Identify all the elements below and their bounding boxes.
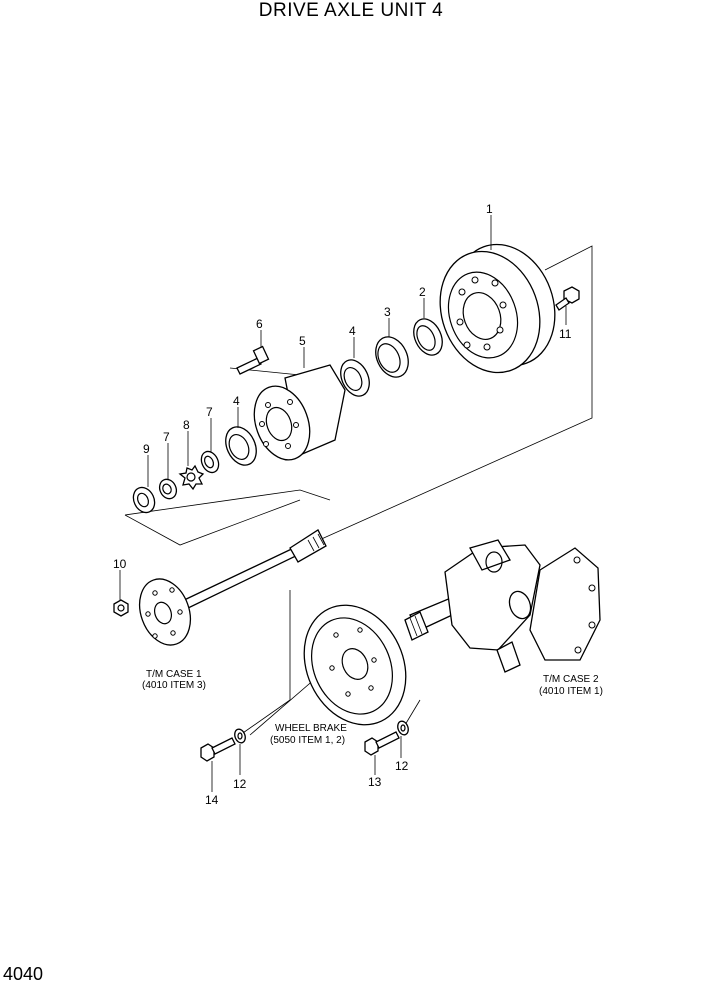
- callout-2: 2: [419, 285, 426, 299]
- lock-nut-upper: [200, 450, 220, 474]
- callout-10: 10: [113, 557, 127, 571]
- callout-13: 13: [368, 775, 382, 789]
- callout-1: 1: [486, 202, 493, 216]
- tm-case-2-reference: (4010 ITEM 1): [539, 686, 603, 697]
- taper-bearing-upper: [340, 359, 370, 397]
- wheel-hub: [253, 364, 346, 461]
- lock-nut-lower: [158, 478, 178, 500]
- callout-9: 9: [143, 442, 150, 456]
- callout-7-upper: 7: [206, 405, 213, 419]
- callout-6: 6: [256, 317, 263, 331]
- callout-7-lower: 7: [163, 430, 170, 444]
- callout-14: 14: [205, 793, 219, 807]
- lock-washer: [178, 464, 205, 491]
- page-title: DRIVE AXLE UNIT 4: [258, 0, 444, 21]
- transmission-case-2: [404, 539, 601, 673]
- flange-nut: [113, 599, 129, 617]
- callout-12-right: 12: [395, 759, 409, 773]
- tm-case-1-label: T/M CASE 1: [146, 669, 202, 680]
- tm-case-1-reference: (4010 ITEM 3): [142, 680, 206, 691]
- callout-3: 3: [384, 305, 391, 319]
- wheel-brake-reference: (5050 ITEM 1, 2): [270, 735, 345, 746]
- brake-drum: [439, 243, 556, 374]
- callout-12-left: 12: [233, 777, 247, 791]
- washer-right: [397, 720, 409, 736]
- callout-11: 11: [559, 327, 572, 341]
- callout-leaders: [119, 215, 567, 792]
- wheel-brake-label: WHEEL BRAKE: [275, 723, 347, 734]
- callout-4-upper: 4: [349, 324, 356, 338]
- callout-4-lower: 4: [233, 394, 240, 408]
- drum-bolt: [555, 286, 580, 311]
- page-number: 4040: [3, 964, 44, 984]
- wheel-brake-disc: [303, 604, 407, 726]
- bolt-right: [364, 731, 400, 756]
- taper-bearing-lower: [225, 426, 257, 466]
- hub-bolt: [236, 345, 270, 375]
- bolt-left: [200, 737, 236, 762]
- washer-left: [234, 728, 246, 744]
- tm-case-2-label: T/M CASE 2: [543, 674, 599, 685]
- axle-shaft: [138, 529, 327, 646]
- callout-8: 8: [183, 418, 190, 432]
- callout-5: 5: [299, 334, 306, 348]
- bearing-outer-race: [375, 336, 409, 378]
- oil-seal: [413, 318, 443, 356]
- axle-seal: [132, 486, 156, 514]
